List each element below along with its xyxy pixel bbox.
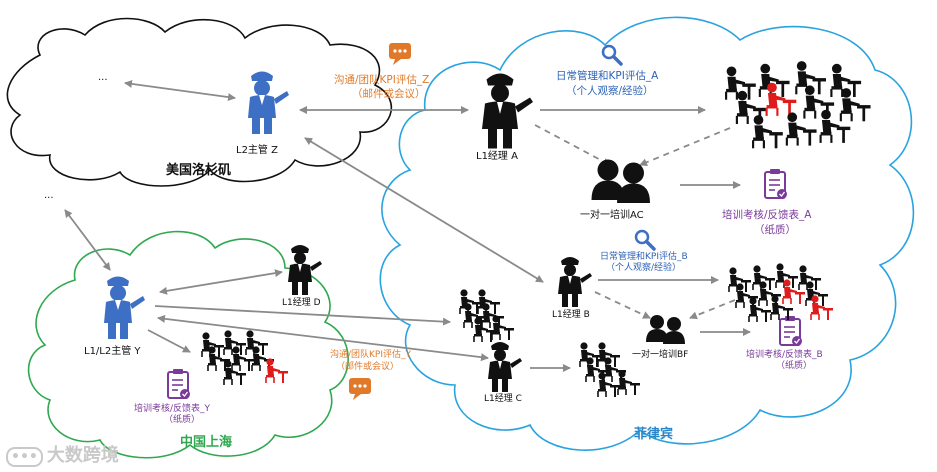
arrow-z-b [304,137,544,283]
label-training-y-2: （纸质） [164,415,201,425]
arrow-workers-ac-dashed [639,127,731,167]
arrow-y-workers-sh [147,329,191,353]
arrows [64,79,751,372]
label-one-on-one-ac: 一对一培训AC [580,210,644,221]
region-shanghai: 中国上海 [180,435,233,450]
cloud-los-angeles [6,17,393,187]
label-l1-b: L1经理 B [552,310,590,320]
label-comm-z-2: （邮件或会议） [352,88,426,100]
ellipsis-left: ... [44,190,54,201]
label-comm-y-1: 沟通/团队KPI评估_Y [330,350,412,360]
label-l1l2-y: L1/L2主管 Y [84,346,141,357]
label-training-b-2: （纸质） [776,361,813,371]
label-comm-y-2: （邮件或会议） [336,362,400,372]
label-l2-z: L2主管 Z [236,145,278,156]
arrow-la-ellipsis-z [124,79,236,102]
label-training-a-1: 培训考核/反馈表_A [722,209,812,221]
arrow-y-d [159,269,283,295]
label-one-on-one-bf: 一对一培训BF [632,350,689,360]
chat-bubble-icon-z [389,43,411,65]
ellipsis-top: ... [98,72,108,83]
arrow-left-ellipsis-y [64,209,111,271]
label-comm-z-1: 沟通/团队KPI评估_Z [334,74,430,86]
watermark-logo-icon: ••• [6,447,43,467]
label-l1-d: L1经理 D [282,298,321,308]
label-daily-a-2: （个人观察/经验） [566,85,654,97]
label-training-y-1: 培训考核/反馈表_Y [134,404,211,414]
chat-bubble-icon-y [349,378,371,400]
watermark-text: 大数跨境 [46,445,119,466]
label-daily-b-1: 日常管理和KPI评估_B [600,252,688,262]
label-l1-a: L1经理 A [476,151,518,162]
arrow-y-c [157,314,489,362]
watermark-logo: •••大数跨境 [6,445,119,467]
label-l1-c: L1经理 C [484,394,522,404]
label-daily-b-2: （个人观察/经验） [606,263,682,273]
region-los-angeles: 美国洛杉矶 [166,163,232,178]
arrow-workers-bf-dashed [689,299,736,320]
region-philippines: 菲律宾 [634,427,674,442]
label-training-b-1: 培训考核/反馈表_B [746,350,823,360]
label-daily-a-1: 日常管理和KPI评估_A [556,70,659,82]
arrow-a-ac-dashed [534,124,611,166]
label-training-a-2: （纸质） [754,224,796,236]
